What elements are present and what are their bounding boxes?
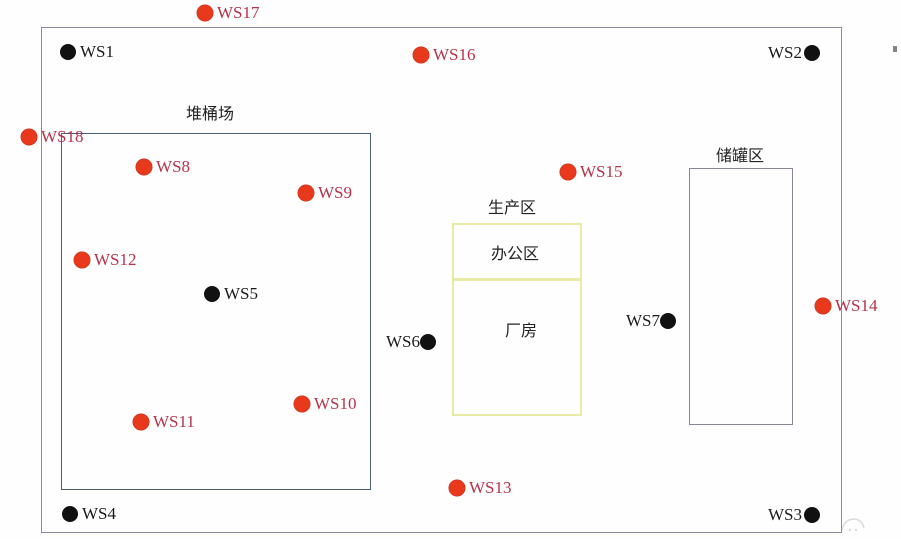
- station-ws15: WS15: [560, 163, 623, 180]
- station-ws5: WS5: [204, 285, 258, 302]
- watermark-icon: [841, 518, 865, 532]
- tank-area-zone: [689, 168, 793, 425]
- monitoring-point-icon: [815, 297, 831, 314]
- barrel-yard-zone: [61, 133, 371, 490]
- station-ws16: WS16: [413, 46, 476, 63]
- station-label: WS2: [768, 43, 802, 62]
- stray-mark-icon: [893, 46, 897, 52]
- station-label: WS14: [835, 296, 878, 315]
- station-label: WS17: [217, 3, 260, 22]
- monitoring-point-icon: [74, 251, 90, 268]
- station-label: WS13: [469, 478, 512, 497]
- station-label: WS9: [318, 183, 352, 202]
- background-point-icon: [804, 44, 820, 61]
- station-label: WS6: [386, 332, 420, 351]
- site-boundary: [41, 27, 842, 533]
- monitoring-point-icon: [560, 163, 576, 180]
- monitoring-point-icon: [298, 184, 314, 201]
- station-label: WS7: [626, 311, 660, 330]
- background-point-icon: [204, 285, 220, 302]
- monitoring-point-icon: [21, 128, 37, 145]
- production-area-zone: [452, 223, 582, 416]
- station-label: WS11: [153, 412, 195, 431]
- station-ws11: WS11: [133, 413, 195, 430]
- background-point-icon: [420, 333, 436, 350]
- station-label: WS1: [80, 42, 114, 61]
- station-ws13: WS13: [449, 479, 512, 496]
- station-ws1: WS1: [60, 43, 114, 60]
- station-ws18: WS18: [21, 128, 84, 145]
- production-area-divider: [452, 278, 582, 281]
- monitoring-point-icon: [294, 395, 310, 412]
- station-label: WS10: [314, 394, 357, 413]
- station-ws14: WS14: [815, 297, 878, 314]
- station-ws9: WS9: [298, 184, 352, 201]
- production-area-label: 生产区: [488, 198, 537, 217]
- station-label: WS4: [82, 504, 116, 523]
- station-ws12: WS12: [74, 251, 137, 268]
- monitoring-point-icon: [413, 46, 429, 63]
- station-ws8: WS8: [136, 158, 190, 175]
- station-ws10: WS10: [294, 395, 357, 412]
- background-point-icon: [804, 506, 820, 523]
- station-ws6: WS6: [386, 333, 436, 350]
- barrel-yard-label: 堆桶场: [186, 104, 235, 123]
- station-ws7: WS7: [626, 312, 676, 329]
- office-area-label: 办公区: [491, 244, 540, 263]
- station-label: WS15: [580, 162, 623, 181]
- workshop-label: 厂房: [505, 321, 538, 340]
- station-label: WS18: [41, 127, 84, 146]
- background-point-icon: [660, 312, 676, 329]
- monitoring-point-icon: [197, 4, 213, 21]
- monitoring-point-icon: [449, 479, 465, 496]
- station-label: WS8: [156, 157, 190, 176]
- station-label: WS3: [768, 505, 802, 524]
- background-point-icon: [60, 43, 76, 60]
- monitoring-point-icon: [136, 158, 152, 175]
- monitoring-point-icon: [133, 413, 149, 430]
- station-label: WS5: [224, 284, 258, 303]
- station-ws2: WS2: [768, 44, 820, 61]
- station-ws3: WS3: [768, 506, 820, 523]
- station-ws17: WS17: [197, 4, 260, 21]
- station-ws4: WS4: [62, 505, 116, 522]
- station-label: WS16: [433, 45, 476, 64]
- station-label: WS12: [94, 250, 137, 269]
- background-point-icon: [62, 505, 78, 522]
- tank-area-label: 储罐区: [716, 146, 765, 165]
